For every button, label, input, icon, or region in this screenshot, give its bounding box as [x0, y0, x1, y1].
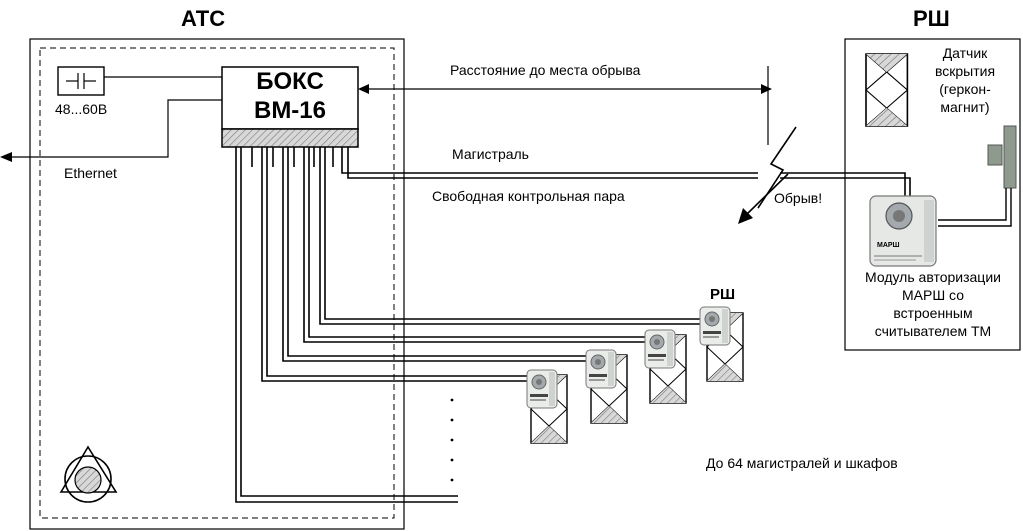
module-label-line2: МАРШ со: [901, 287, 964, 303]
rsh-cabinet-symbol: [865, 53, 909, 127]
marsh-device-3: [644, 329, 676, 369]
ethernet-label: Ethernet: [64, 165, 117, 181]
sensor-label: Датчик вскрытия (геркон- магнит): [919, 44, 1011, 116]
marsh-device-1: [526, 369, 558, 409]
break-mark: [757, 126, 797, 209]
trunk-label: Магистраль: [452, 146, 529, 162]
distance-label: Расстояние до места обрыва: [450, 62, 641, 78]
marsh-module-main: [869, 195, 937, 267]
sensor-label-line4: магнит): [940, 99, 990, 115]
atc-inner-dashed-frame: [39, 47, 395, 519]
atc-title: АТС: [181, 6, 226, 31]
rsh-title: РШ: [913, 6, 950, 31]
box-title-line2: ВМ-16: [253, 97, 326, 124]
module-label-line1: Модуль авторизации: [865, 269, 1001, 285]
module-label: Модуль авторизации МАРШ со встроенным сч…: [847, 268, 1019, 340]
sensor-label-line2: вскрытия: [934, 63, 996, 79]
reed-sensor-a: [987, 144, 1003, 166]
logo-icon: [59, 445, 118, 503]
sensor-label-line3: (геркон-: [939, 81, 991, 97]
box-connector-strip: [221, 128, 359, 148]
continuation-dots: [450, 398, 454, 482]
module-label-line3: встроенным: [893, 305, 973, 321]
box-title-line1: БОКС: [256, 68, 324, 95]
free-pair-label: Свободная контрольная пара: [432, 188, 625, 204]
bottom-label: До 64 магистралей и шкафов: [706, 455, 898, 471]
atc-outer-frame: [29, 38, 405, 530]
marsh-device-4: [699, 306, 731, 346]
marsh-device-2: [585, 349, 617, 389]
break-arrow-icon: [738, 208, 753, 224]
break-label: Обрыв!: [774, 190, 823, 206]
ethernet-wire: [8, 99, 222, 158]
branch-lines: [235, 147, 700, 503]
module-label-line4: считывателем ТМ: [874, 323, 992, 339]
device-name-label: МАРШ: [877, 242, 900, 249]
power-source: [57, 66, 105, 96]
sensor-label-line1: Датчик: [942, 45, 988, 61]
box-vm16: [221, 66, 359, 130]
rsh-small-label: РШ: [710, 286, 736, 303]
reed-sensor-b: [1003, 125, 1017, 189]
trunk-line-a: [341, 147, 758, 174]
ethernet-arrow-icon: [0, 152, 12, 162]
power-label: 48...60В: [55, 101, 108, 117]
rsh-frame: [844, 38, 1021, 351]
trunk-line-b: [347, 147, 758, 179]
